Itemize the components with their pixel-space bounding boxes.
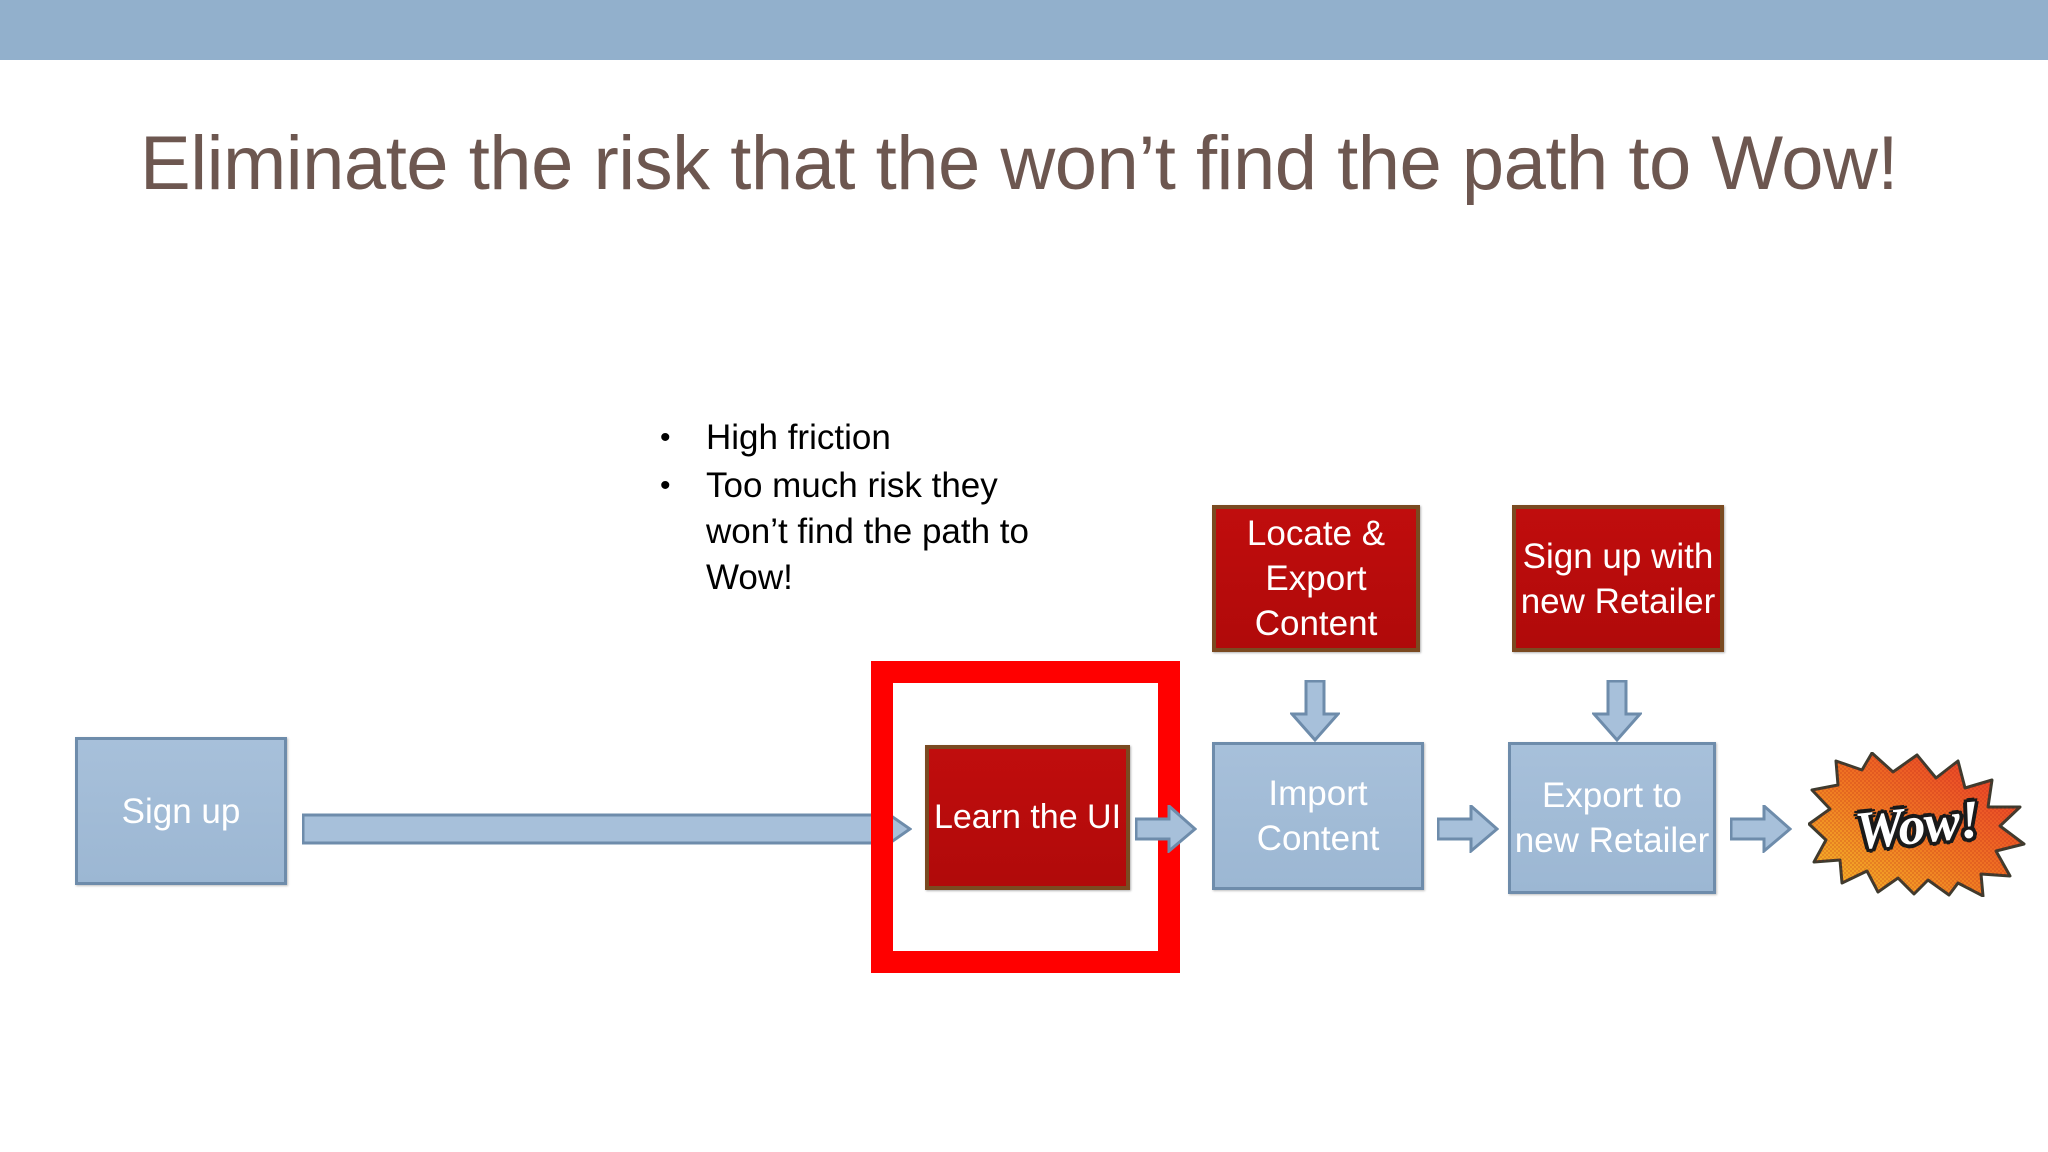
highlight-frame-learn-the-ui (871, 661, 1180, 973)
flow-box-label: Learn the UI (933, 798, 1122, 836)
flow-box-import-content[interactable]: Import Content (1212, 742, 1424, 890)
flow-box-learn-the-ui[interactable]: Learn the UI (925, 745, 1130, 890)
flow-box-signup-with-new-retailer[interactable]: Sign up with new Retailer (1512, 505, 1724, 652)
flow-box-locate-export-content[interactable]: Locate & Export Content (1212, 505, 1420, 652)
flow-box-signup[interactable]: Sign up (75, 737, 287, 885)
top-banner (0, 0, 2048, 60)
flow-box-export-to-new-retailer[interactable]: Export to new Retailer (1508, 742, 1716, 894)
bullet-marker-icon: • (660, 469, 671, 502)
bullet-marker-icon: • (660, 421, 671, 454)
arrow-signup-to-learn-ui-icon (302, 803, 912, 855)
arrow-learn-ui-to-import-icon (1135, 805, 1197, 853)
bullet-list: • High friction • Too much risk they won… (660, 415, 1080, 603)
flow-box-label: Import Content (1256, 774, 1380, 858)
list-item-label: Too much risk they won’t find the path t… (706, 466, 1029, 597)
list-item-label: High friction (706, 418, 891, 457)
wow-burst-graphic: Wow! (1807, 751, 2026, 898)
starburst-icon (1807, 751, 2026, 898)
flow-box-label: Sign up with new Retailer (1520, 536, 1716, 621)
page-title: Eliminate the risk that the won’t find t… (140, 121, 1899, 206)
flow-box-label: Locate & Export Content (1246, 514, 1386, 643)
flow-box-label: Sign up (121, 791, 241, 831)
list-item: • Too much risk they won’t find the path… (660, 463, 1080, 601)
arrow-import-to-export-icon (1437, 805, 1499, 853)
flow-box-label: Export to new Retailer (1514, 776, 1710, 860)
arrow-signup-new-to-export-icon (1592, 680, 1642, 742)
arrow-export-to-wow-icon (1730, 805, 1792, 853)
arrow-locate-to-import-icon (1290, 680, 1340, 742)
list-item: • High friction (660, 415, 1080, 461)
